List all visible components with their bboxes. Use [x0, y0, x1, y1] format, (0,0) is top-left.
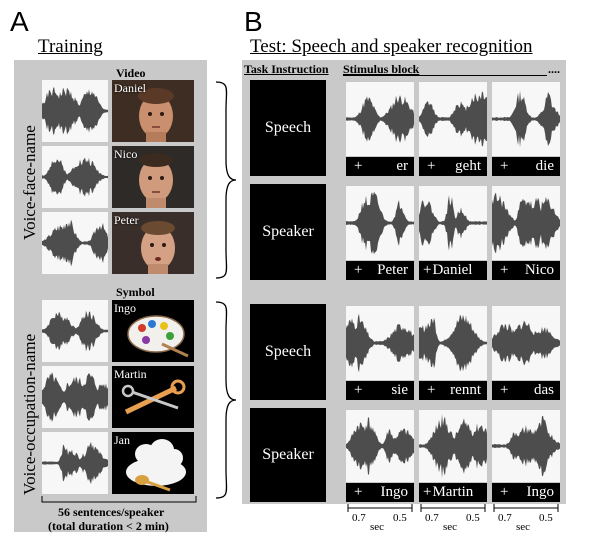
- word-label: +Nico: [492, 261, 560, 280]
- instruction-box: Speech: [250, 304, 326, 400]
- waveform-shape: [42, 372, 108, 422]
- name-tag: Ingo: [114, 301, 136, 315]
- footer-line-1: 56 sentences/speaker: [58, 505, 165, 519]
- instruction-label: Speaker: [262, 446, 314, 463]
- voice-occupation-name-label: Voice-occupation-name: [20, 333, 39, 495]
- waveform-shape: [42, 86, 108, 136]
- symbol-label: Symbol: [116, 285, 155, 299]
- panel-b-letter: B: [244, 6, 263, 37]
- training-waveform: [42, 300, 108, 362]
- waveform-shape: [42, 219, 108, 267]
- video-label: Video: [116, 66, 146, 80]
- face-photo: [112, 146, 194, 208]
- voice-face-name-label: Voice-face-name: [20, 125, 39, 240]
- axis-unit: sec: [370, 521, 385, 533]
- stimulus-waveform: [419, 410, 487, 482]
- axis-tick: 0.5: [393, 512, 407, 524]
- panel-a-letter: A: [10, 6, 29, 37]
- name-tag: Martin: [114, 367, 147, 381]
- name-tag: Nico: [114, 147, 138, 161]
- waveform-shape: [42, 157, 108, 197]
- test-title: Test: Speech and speaker recognition: [250, 36, 533, 57]
- waveform-shape: [419, 414, 487, 478]
- waveform-shape: [492, 192, 560, 254]
- instruction-label: Speaker: [262, 223, 314, 240]
- stimulus-waveform: [346, 82, 414, 156]
- name-tag: Jan: [114, 433, 130, 447]
- word-label: +die: [492, 157, 560, 176]
- brace-top: [215, 81, 237, 279]
- stimulus-block-header: Stimulus block: [343, 62, 420, 76]
- training-waveform: [42, 432, 108, 494]
- bottom-bracket: [41, 496, 197, 503]
- stimulus-waveform: [419, 306, 487, 380]
- instruction-box: Speech: [250, 80, 326, 176]
- stimulus-waveform: [346, 410, 414, 482]
- name-tag: Daniel: [114, 81, 146, 95]
- instruction-label: Speech: [264, 343, 312, 360]
- ellipsis: ....: [548, 62, 560, 76]
- waveform-shape: [492, 90, 560, 148]
- training-waveform: [42, 366, 108, 428]
- waveform-shape: [346, 417, 414, 475]
- instruction-label: Speech: [264, 119, 312, 136]
- stimulus-waveform: [492, 410, 560, 482]
- training-title: Training: [38, 36, 103, 57]
- paint-palette-icon: [112, 300, 194, 362]
- word-label: +sie: [346, 381, 414, 400]
- wrench-icon: [112, 366, 194, 428]
- word-label: +Martin: [419, 483, 487, 502]
- chef-hat-icon: [112, 432, 194, 494]
- brace-bottom: [215, 301, 237, 499]
- waveform-shape: [42, 441, 108, 485]
- stimulus-waveform: [419, 82, 487, 156]
- waveform-shape: [346, 313, 414, 373]
- face-photo: [112, 80, 194, 142]
- instruction-box: Speaker: [250, 408, 326, 502]
- name-tag: Peter: [114, 213, 139, 227]
- footer-line-2: (total duration < 2 min): [48, 519, 169, 533]
- waveform-shape: [419, 195, 487, 251]
- waveform-shape: [346, 191, 414, 255]
- axis-tick: 0.5: [466, 512, 480, 524]
- waveform-shape: [492, 320, 560, 366]
- waveform-shape: [492, 415, 560, 477]
- face-photo: [112, 212, 194, 274]
- task-instruction-header: Task Instruction: [244, 62, 329, 76]
- axis-tick: 0.7: [352, 512, 366, 524]
- axis-tick: 0.7: [498, 512, 512, 524]
- axis-unit: sec: [443, 521, 458, 533]
- word-label: +Daniel: [419, 261, 487, 280]
- time-axis: [347, 504, 559, 512]
- waveform-shape: [419, 314, 487, 372]
- stimulus-waveform: [346, 186, 414, 260]
- axis-tick: 0.5: [539, 512, 553, 524]
- instruction-box: Speaker: [250, 184, 326, 280]
- waveform-shape: [346, 95, 414, 143]
- stimulus-waveform: [419, 186, 487, 260]
- word-label: +Ingo: [492, 483, 560, 502]
- stimulus-waveform: [492, 306, 560, 380]
- training-waveform: [42, 146, 108, 208]
- waveform-shape: [419, 91, 487, 147]
- word-label: +das: [492, 381, 560, 400]
- word-label: +Peter: [346, 261, 414, 280]
- training-waveform: [42, 80, 108, 142]
- word-label: +er: [346, 157, 414, 176]
- word-label: +rennt: [419, 381, 487, 400]
- waveform-shape: [42, 310, 108, 352]
- stimulus-header-rule: [343, 75, 547, 76]
- stimulus-waveform: [346, 306, 414, 380]
- axis-unit: sec: [516, 521, 531, 533]
- word-label: +Ingo: [346, 483, 414, 502]
- stimulus-waveform: [492, 186, 560, 260]
- training-waveform: [42, 212, 108, 274]
- axis-tick: 0.7: [425, 512, 439, 524]
- word-label: +geht: [419, 157, 487, 176]
- stimulus-waveform: [492, 82, 560, 156]
